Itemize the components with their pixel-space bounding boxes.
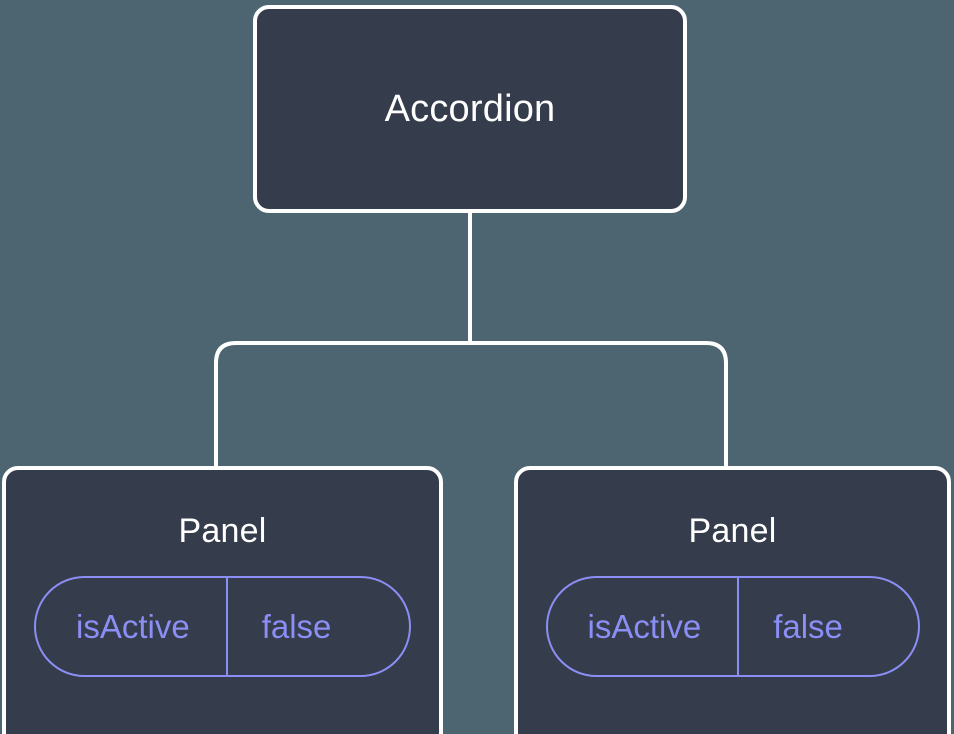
node-panel-1[interactable]: Panel isActive false xyxy=(2,466,443,734)
node-accordion-title: Accordion xyxy=(384,88,556,130)
node-panel-1-title: Panel xyxy=(178,512,267,550)
edge-root-to-right-panel xyxy=(470,341,728,470)
node-panel-2[interactable]: Panel isActive false xyxy=(514,466,951,734)
prop-badge-panel-1-key: isActive xyxy=(76,608,190,645)
prop-badge-panel-2-key: isActive xyxy=(587,608,702,645)
prop-badge-panel-2[interactable]: isActive false xyxy=(545,576,920,677)
node-accordion[interactable]: Accordion xyxy=(253,5,687,213)
edge-root-to-left-panel xyxy=(214,341,470,470)
prop-badge-panel-1[interactable]: isActive false xyxy=(34,576,411,677)
node-panel-2-title: Panel xyxy=(688,512,777,550)
prop-badge-panel-1-value: false xyxy=(225,578,374,675)
prop-badge-panel-2-value: false xyxy=(737,578,885,675)
